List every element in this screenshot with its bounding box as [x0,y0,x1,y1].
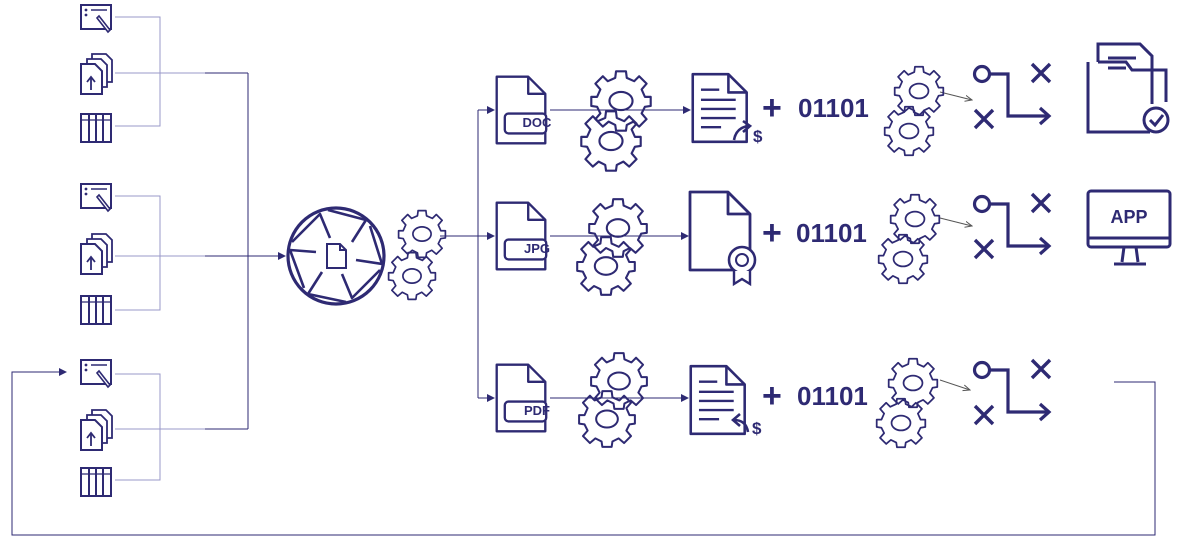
files-upload-icon [80,53,113,95]
branch-decision-icon [972,192,1052,260]
aperture-document-icon [286,206,386,306]
svg-text:$: $ [752,419,762,438]
row-jpg: JPG + 01101 APP [495,189,1172,296]
files-upload-icon [80,409,113,451]
binder-icon [80,295,112,325]
gears-icon [883,65,945,157]
screen-pen-icon [80,359,112,388]
invoice-receive-icon: $ [689,364,762,438]
decision-pointers [939,91,972,390]
branch-decision-icon [972,62,1052,130]
binary-code: 01101 [796,218,867,248]
binder-icon [80,113,112,143]
gears-icon [875,357,939,449]
svg-text:$: $ [753,127,763,146]
file-type-label: DOC [523,115,553,130]
pdf-file-icon: PDF [495,363,550,433]
row-doc: DOC $ + 01101 [495,42,1170,172]
branch-connectors [440,106,691,402]
file-type-label: JPG [524,241,550,256]
doc-file-icon: DOC [495,75,553,145]
jpg-file-icon: JPG [495,201,550,271]
gears-icon [387,209,447,301]
source-connectors [115,16,286,481]
plus-sign: + [762,377,782,415]
row-pdf: PDF $ + 01101 [495,352,1052,449]
feedback-loop [11,368,1156,536]
source-group-top [80,4,113,143]
source-group-middle [80,183,113,325]
branch-decision-icon [972,358,1052,426]
binder-icon [80,467,112,497]
invoice-send-icon: $ [691,72,763,146]
gears-icon [578,352,648,448]
gears-icon [576,198,648,296]
files-upload-icon [80,233,113,275]
gears-icon [877,193,941,285]
gears-icon [580,70,652,172]
screen-pen-icon [80,183,112,212]
folder-check-icon [1086,42,1170,134]
screen-pen-icon [80,4,112,33]
plus-sign: + [762,89,782,127]
binary-code: 01101 [797,381,868,411]
monitor-app-icon: APP [1086,189,1172,266]
source-group-bottom [80,359,113,497]
app-label: APP [1110,207,1147,227]
file-type-label: PDF [524,403,550,418]
plus-sign: + [762,214,782,252]
binary-code: 01101 [798,93,869,123]
certificate-icon [688,190,757,287]
